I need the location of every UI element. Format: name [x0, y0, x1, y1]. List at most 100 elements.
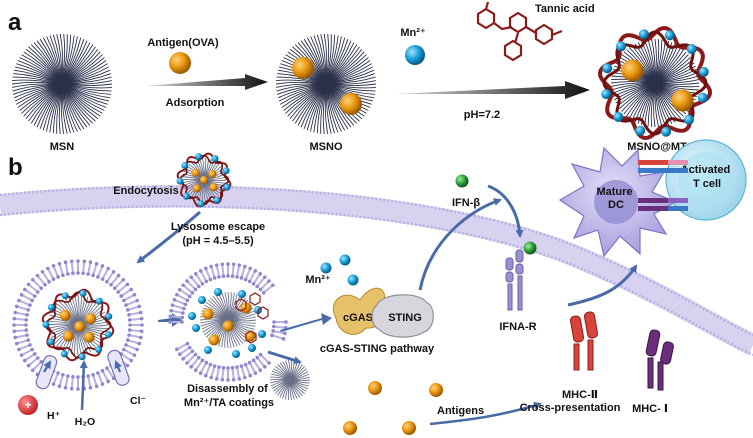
silica-fiber	[294, 88, 323, 124]
silica-fiber	[64, 89, 88, 128]
silica-fiber	[48, 324, 75, 329]
mn-sphere	[405, 45, 425, 65]
lipid	[195, 274, 203, 284]
silica-fiber	[656, 87, 673, 124]
lipid	[231, 265, 235, 276]
silica-fiber	[270, 373, 288, 380]
lipid	[58, 375, 64, 386]
silica-fiber	[290, 382, 298, 399]
mn-ion	[78, 353, 86, 361]
tannic-fragment	[249, 292, 261, 306]
silica-fiber	[205, 302, 226, 319]
silica-fiber	[231, 316, 256, 321]
silica-fiber	[206, 179, 226, 184]
lipid-head	[235, 365, 239, 369]
silica-fiber	[12, 84, 57, 95]
lipid-head	[125, 338, 130, 342]
silica-fiber	[327, 89, 339, 133]
silica-fiber	[77, 294, 80, 322]
escape-to-cgas-arrow	[280, 313, 332, 332]
lipid-head	[168, 320, 172, 324]
silica-fiber	[292, 373, 310, 380]
silica-fiber	[42, 37, 61, 79]
silica-fiber	[289, 360, 293, 378]
lipid-head	[258, 287, 263, 292]
lipid-head	[30, 277, 35, 282]
silica-fiber	[66, 87, 101, 117]
lipid	[102, 268, 109, 279]
silica-fiber	[623, 86, 652, 115]
lipid-head	[22, 358, 27, 363]
lipid-head	[253, 371, 258, 375]
lipid	[177, 294, 188, 301]
silica-core	[648, 76, 662, 90]
mn-ion	[613, 111, 624, 122]
silica-fiber	[327, 89, 346, 131]
lipid	[47, 268, 54, 279]
lipid-head	[237, 377, 242, 381]
released-mn-ion	[248, 344, 256, 352]
silica-fiber	[30, 88, 59, 124]
lipid-head	[283, 331, 287, 336]
silica-fiber	[325, 33, 330, 79]
lipid-head	[122, 298, 126, 303]
lipid-head	[235, 275, 239, 279]
lipid-head	[35, 273, 40, 278]
lipid-head	[271, 283, 275, 288]
lipid-head	[189, 275, 194, 279]
lipid-head	[111, 269, 116, 274]
lipid-head	[26, 308, 31, 312]
ifna-receptor	[505, 249, 524, 311]
lipid-head	[105, 279, 109, 284]
silica-fiber	[67, 80, 112, 85]
silica-fiber	[33, 42, 60, 80]
silica-fiber	[644, 40, 655, 78]
lipid	[236, 367, 241, 379]
lipid-head	[127, 333, 131, 337]
silica-fiber	[654, 38, 657, 78]
lipid-head	[226, 366, 230, 370]
lipid	[257, 357, 265, 367]
lipid-head	[56, 275, 60, 279]
lipid-head	[28, 303, 32, 307]
free-antigen-4	[429, 383, 443, 397]
released-antigen	[208, 334, 220, 346]
lipid-head	[88, 385, 93, 390]
lipid-head	[43, 283, 47, 287]
lipid-head	[24, 318, 29, 322]
lipid-head	[17, 298, 21, 303]
h-plus-icon-sign: +	[24, 398, 31, 412]
lipid	[200, 362, 207, 373]
lipid-head	[258, 368, 263, 373]
silica-fiber	[328, 40, 352, 80]
lipid-head	[51, 277, 56, 281]
endocytosis-arrow	[136, 210, 201, 264]
silica-fiber	[11, 81, 57, 85]
silica-fiber	[610, 81, 650, 84]
silica-fiber	[183, 180, 202, 190]
lipid-head	[177, 352, 182, 357]
lipid-head	[12, 323, 16, 327]
released-mn-ion	[214, 288, 222, 296]
lipid-head	[100, 382, 105, 386]
lipid-head	[267, 279, 271, 283]
lipid-head	[239, 276, 244, 280]
lipid-head	[217, 365, 221, 369]
silica-fiber	[326, 34, 332, 79]
silica-fiber	[282, 361, 290, 378]
lipid-head	[220, 377, 225, 382]
silica-fiber	[62, 34, 72, 79]
lipid-head	[200, 358, 205, 363]
lipid-head	[19, 293, 24, 297]
silica-fiber	[650, 88, 656, 127]
silica-fiber	[12, 76, 57, 84]
silica-fiber	[270, 379, 288, 384]
silica-fiber	[292, 88, 323, 122]
lipid-head	[214, 263, 219, 267]
lipid	[17, 305, 28, 311]
mn-label-a: Mn²⁺	[400, 27, 426, 39]
silica-fiber	[291, 381, 303, 396]
lipid-head	[262, 275, 267, 279]
coated-antigen	[62, 330, 74, 342]
silica-fiber	[229, 297, 246, 318]
